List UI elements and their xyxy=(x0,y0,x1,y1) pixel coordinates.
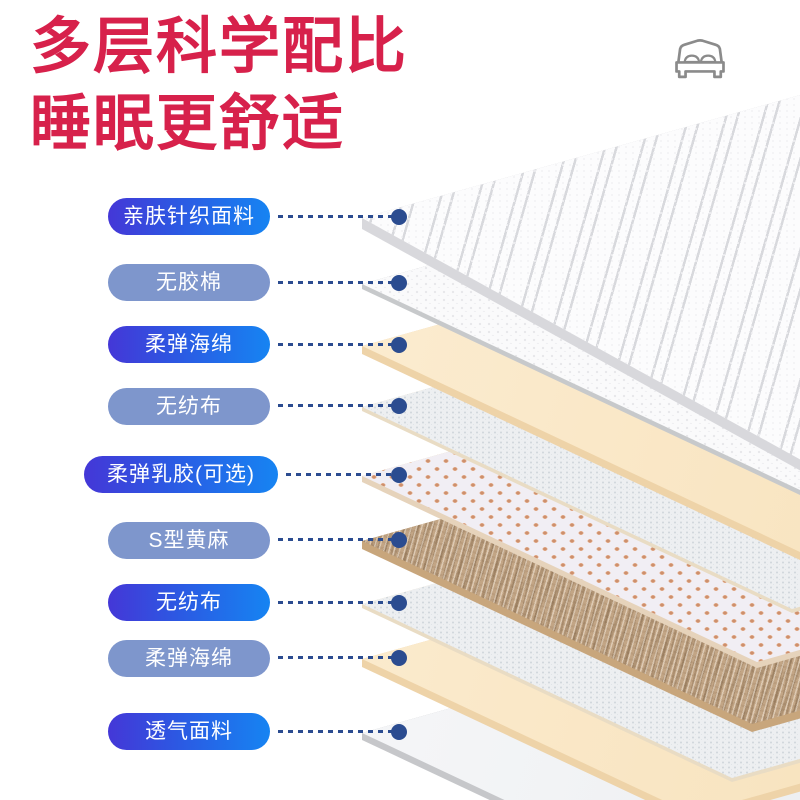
connector-dashed-line-3 xyxy=(278,343,392,346)
connector-dot-3 xyxy=(391,337,407,353)
layer-label-pill-3: 柔弹海绵 xyxy=(108,326,270,363)
layer-label-pill-9: 透气面料 xyxy=(108,713,270,750)
layer-label-pill-1: 亲肤针织面料 xyxy=(108,198,270,235)
title-line-1: 多层科学配比 xyxy=(30,12,409,80)
connector-dot-9 xyxy=(391,724,407,740)
connector-dot-8 xyxy=(391,650,407,666)
layer-label-pill-6: S型黄麻 xyxy=(108,522,270,559)
connector-dashed-line-2 xyxy=(278,281,392,284)
connector-dashed-line-7 xyxy=(278,601,392,604)
connector-dashed-line-6 xyxy=(278,538,392,541)
connector-dot-5 xyxy=(391,467,407,483)
connector-dashed-line-8 xyxy=(278,656,392,659)
connector-dashed-line-9 xyxy=(278,730,392,733)
connector-dot-4 xyxy=(391,398,407,414)
connector-dot-2 xyxy=(391,275,407,291)
connector-dot-7 xyxy=(391,595,407,611)
layer-label-pill-7: 无纺布 xyxy=(108,584,270,621)
connector-dashed-line-5 xyxy=(286,473,392,476)
connector-dot-1 xyxy=(391,209,407,225)
connector-dot-6 xyxy=(391,532,407,548)
page-title: 多层科学配比 睡眠更舒适 xyxy=(30,8,408,162)
layer-label-pill-8: 柔弹海绵 xyxy=(108,640,270,677)
connector-dashed-line-4 xyxy=(278,404,392,407)
layer-label-pill-2: 无胶棉 xyxy=(108,264,270,301)
layer-label-pill-5: 柔弹乳胶(可选) xyxy=(84,456,278,493)
title-line-2: 睡眠更舒适 xyxy=(30,89,346,157)
bed-icon xyxy=(675,39,725,79)
layer-label-pill-4: 无纺布 xyxy=(108,388,270,425)
connector-dashed-line-1 xyxy=(278,215,392,218)
